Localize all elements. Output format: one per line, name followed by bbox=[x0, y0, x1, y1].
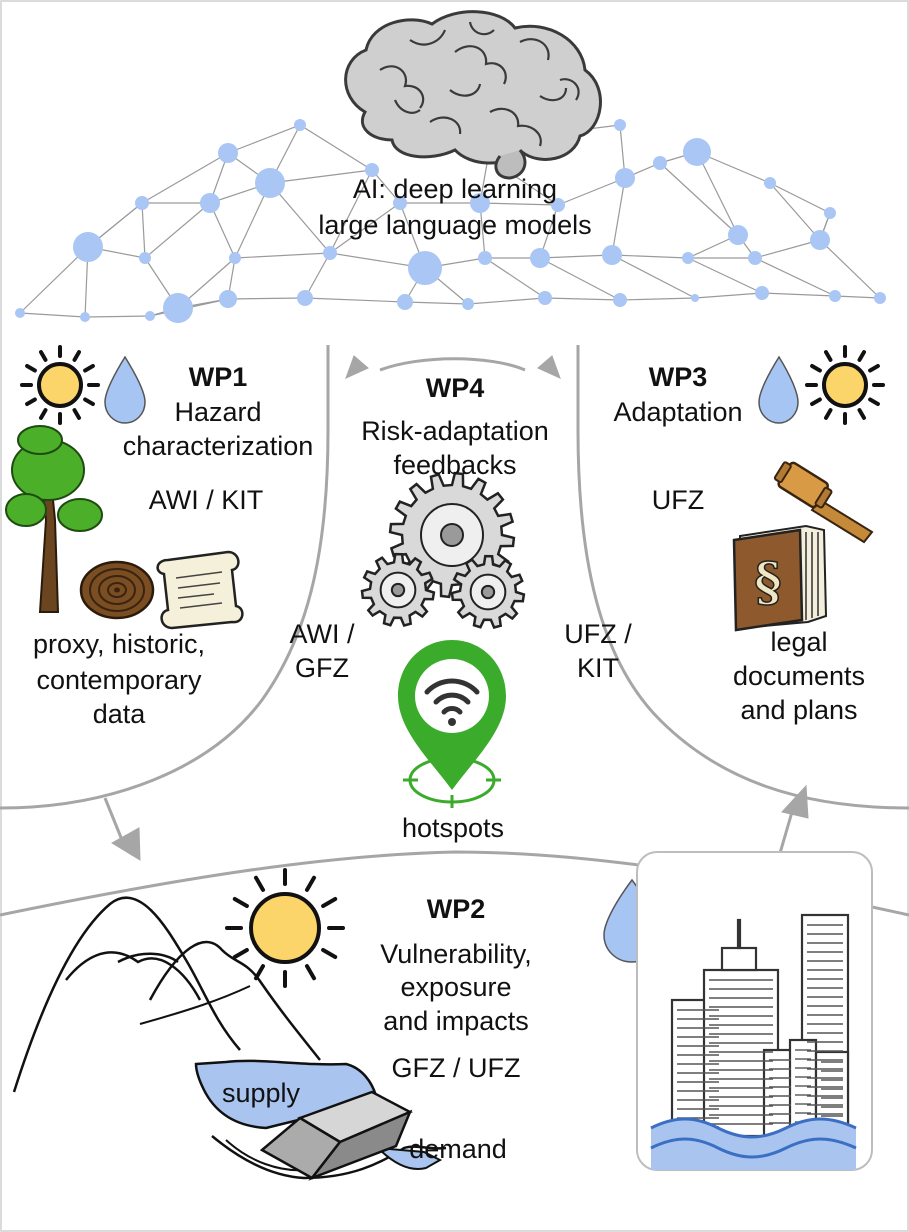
wp2-subtitle-line1: Vulnerability, bbox=[380, 939, 532, 969]
tree-icon bbox=[5, 425, 103, 613]
wp1-partners: AWI / KIT bbox=[148, 485, 264, 515]
buildings bbox=[670, 913, 850, 1138]
wp3-docs-line3: and plans bbox=[740, 695, 858, 725]
ai-label-line1: AI: deep learning bbox=[352, 174, 558, 204]
drop-icon-wp1 bbox=[104, 355, 146, 424]
wp4-subtitle-line1: Risk-adaptation bbox=[361, 416, 549, 446]
gears-icon bbox=[360, 471, 526, 629]
wp3-subtitle: Adaptation bbox=[613, 397, 743, 427]
drop-icon-wp3 bbox=[758, 355, 799, 424]
sun-icon-wp2 bbox=[225, 868, 345, 988]
hotspots-label: hotspots bbox=[401, 813, 505, 843]
wp1-data-line1: proxy, historic, bbox=[32, 629, 206, 659]
demand-label: demand bbox=[409, 1134, 507, 1164]
wp2-subtitle-line2: exposure bbox=[400, 972, 512, 1002]
wp4-title: WP4 bbox=[425, 373, 485, 403]
wp2-title: WP2 bbox=[426, 894, 486, 924]
wp4-right-partners-line2: KIT bbox=[576, 653, 619, 683]
flow-arrows bbox=[103, 355, 809, 861]
wp4-right-partners-line1: UFZ / bbox=[564, 619, 632, 649]
wp3-docs-line1: legal bbox=[770, 627, 828, 657]
wp1-data-line3: data bbox=[92, 699, 146, 729]
sun-icon-wp3 bbox=[805, 345, 885, 425]
wp4-left-partners-line1: AWI / bbox=[289, 619, 355, 649]
wp3-title: WP3 bbox=[648, 362, 708, 392]
wp1-title: WP1 bbox=[188, 362, 248, 392]
wp4-subtitle-line2: feedbacks bbox=[393, 450, 517, 480]
gavel-icon bbox=[773, 461, 874, 544]
wp1-data-line2: contemporary bbox=[36, 665, 202, 695]
hotspot-pin-icon bbox=[398, 640, 506, 808]
divider-wp3 bbox=[576, 345, 909, 810]
wp1-subtitle-line2: characterization bbox=[122, 431, 314, 461]
sun-icon-wp1 bbox=[20, 345, 100, 425]
ai-label-line2: large language models bbox=[318, 210, 592, 240]
divider-wp1 bbox=[0, 345, 330, 810]
scroll-icon bbox=[156, 550, 244, 630]
svg-text:§: § bbox=[754, 552, 781, 613]
legal-book-icon: § bbox=[732, 524, 828, 632]
wp3-docs-line2: documents bbox=[732, 661, 866, 691]
wp4-left-partners-line2: GFZ bbox=[295, 653, 349, 683]
tree-ring-icon bbox=[79, 560, 155, 620]
brain-icon bbox=[344, 10, 602, 180]
wp3-partners: UFZ bbox=[651, 485, 705, 515]
feedback-arrow bbox=[379, 357, 526, 372]
wp1-subtitle-line1: Hazard bbox=[174, 397, 262, 427]
arrow-wp1-to-wp2 bbox=[103, 797, 124, 841]
wp2-subtitle-line3: and impacts bbox=[383, 1006, 529, 1036]
wp2-partners: GFZ / UFZ bbox=[391, 1053, 521, 1083]
supply-label: supply bbox=[221, 1078, 301, 1108]
dam-icon bbox=[259, 1090, 413, 1181]
city-skyline-icon bbox=[636, 851, 873, 1171]
